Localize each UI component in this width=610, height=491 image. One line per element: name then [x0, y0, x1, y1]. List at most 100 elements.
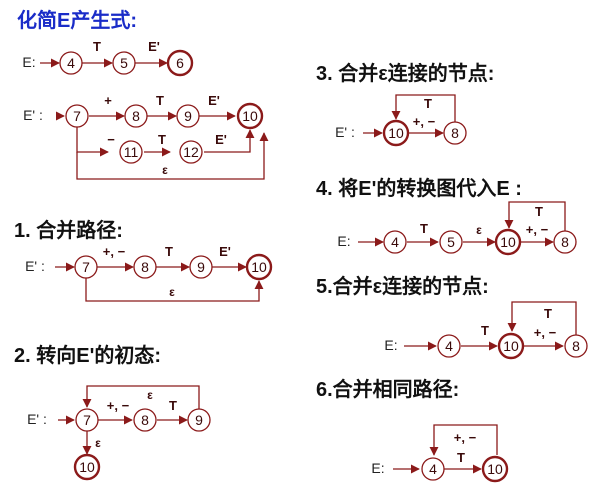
edge-label-t: T: [535, 204, 543, 219]
state-8-label: 8: [561, 234, 569, 250]
edge-7-10-eps: [76, 132, 269, 180]
nonterminal-ep-label: E' :: [25, 258, 45, 274]
edge-label-eps: ε: [147, 388, 153, 402]
edge-label-t: T: [420, 221, 428, 236]
nonterminal-ep-label: E' :: [23, 107, 43, 123]
state-8-label: 8: [141, 412, 149, 428]
edge-label-pm: +, −: [107, 398, 130, 413]
edge-label-t: T: [457, 450, 465, 465]
edge-label-eps: ε: [169, 285, 175, 299]
step4-diagram: [358, 201, 577, 256]
state-10-label: 10: [503, 338, 519, 354]
state-10-label: 10: [251, 259, 267, 275]
state-10-label: 10: [487, 461, 503, 477]
state-11: [119, 140, 143, 164]
edge-label-pm: +, −: [103, 244, 126, 259]
state-10-final: [494, 228, 522, 256]
state-9-label: 9: [184, 108, 192, 124]
edge-label-ep: E': [208, 93, 220, 108]
e-diagram: [40, 49, 194, 77]
state-4: [437, 334, 461, 358]
state-11-label: 11: [124, 144, 139, 160]
step4-heading: 4. 将E'的转换图代入E :: [316, 178, 522, 200]
nonterminal-e-label: E:: [384, 337, 397, 353]
state-12: [179, 140, 203, 164]
state-7-label: 7: [83, 412, 91, 428]
nonterminal-ep-label: E' :: [335, 124, 355, 140]
state-6-label: 6: [176, 55, 184, 71]
edge-label-eps: ε: [162, 163, 168, 177]
edge-label-minus: −: [107, 132, 115, 147]
state-8: [133, 408, 157, 432]
state-5: [439, 230, 463, 254]
state-10-final: [497, 332, 525, 360]
edge-label-t: T: [158, 132, 166, 147]
state-10-label: 10: [242, 108, 258, 124]
state-7: [74, 255, 98, 279]
state-9: [187, 408, 211, 432]
state-8-label: 8: [132, 108, 140, 124]
state-10-label: 10: [79, 459, 95, 475]
state-9: [189, 255, 213, 279]
state-10-final: [382, 119, 410, 147]
edge-12-10: [204, 129, 255, 153]
step6-diagram: [393, 424, 509, 483]
state-4-label: 4: [391, 234, 399, 250]
edge-label-t: T: [169, 398, 177, 413]
state-7: [75, 408, 99, 432]
state-5-label: 5: [120, 55, 128, 71]
edge-label-ep: E': [219, 244, 231, 259]
state-7-label: 7: [73, 108, 81, 124]
edge-label-eps: ε: [476, 223, 482, 237]
state-8: [133, 255, 157, 279]
page-title: 化简E产生式:: [17, 10, 137, 32]
state-5: [112, 51, 136, 75]
edge-7-10-eps: [85, 278, 264, 302]
state-8: [124, 104, 148, 128]
state-9-label: 9: [195, 412, 203, 428]
state-4-label: 4: [429, 461, 437, 477]
edge-label-pm: +, −: [454, 430, 477, 445]
step1-heading: 1. 合并路径:: [14, 220, 123, 242]
edge-label-t: T: [93, 39, 101, 54]
nonterminal-e-label: E:: [22, 54, 35, 70]
edge-label-pm: +, −: [534, 325, 557, 340]
state-10-label: 10: [500, 234, 516, 250]
edge-label-ep: E': [148, 39, 160, 54]
step2-heading: 2. 转向E'的初态:: [14, 345, 161, 367]
state-9: [176, 104, 200, 128]
state-10-final: [481, 455, 509, 483]
edge-10-4-pm: [429, 424, 498, 456]
step1-diagram: [55, 253, 273, 302]
edge-7-11: [76, 127, 109, 157]
edge-label-pm: +, −: [526, 222, 549, 237]
edge-8-10-t: [391, 94, 456, 122]
edge-label-t: T: [165, 244, 173, 259]
state-10-final: [73, 453, 101, 481]
state-4-label: 4: [67, 55, 75, 71]
edge-label-pm: +, −: [413, 114, 436, 129]
edge-label-t: T: [544, 306, 552, 321]
state-12-label: 12: [183, 144, 199, 160]
edge-label-plus: +: [104, 93, 112, 108]
nonterminal-e-label: E:: [337, 233, 350, 249]
state-8-label: 8: [572, 338, 580, 354]
edge-label-ep: E': [215, 132, 227, 147]
state-8-label: 8: [141, 259, 149, 275]
edge-8-10-t: [504, 201, 566, 231]
step5-diagram: [404, 301, 588, 360]
nonterminal-ep-label: E' :: [27, 411, 47, 427]
state-6-final: [166, 49, 194, 77]
state-7: [65, 104, 89, 128]
state-5-label: 5: [447, 234, 455, 250]
state-8: [553, 230, 577, 254]
state-8: [564, 334, 588, 358]
state-8: [443, 121, 467, 145]
state-7-label: 7: [82, 259, 90, 275]
step6-heading: 6.合并相同路径:: [316, 379, 460, 401]
state-4: [59, 51, 83, 75]
step2-diagram: [58, 385, 211, 481]
edge-9-7-eps: [82, 385, 200, 409]
state-4: [421, 457, 445, 481]
